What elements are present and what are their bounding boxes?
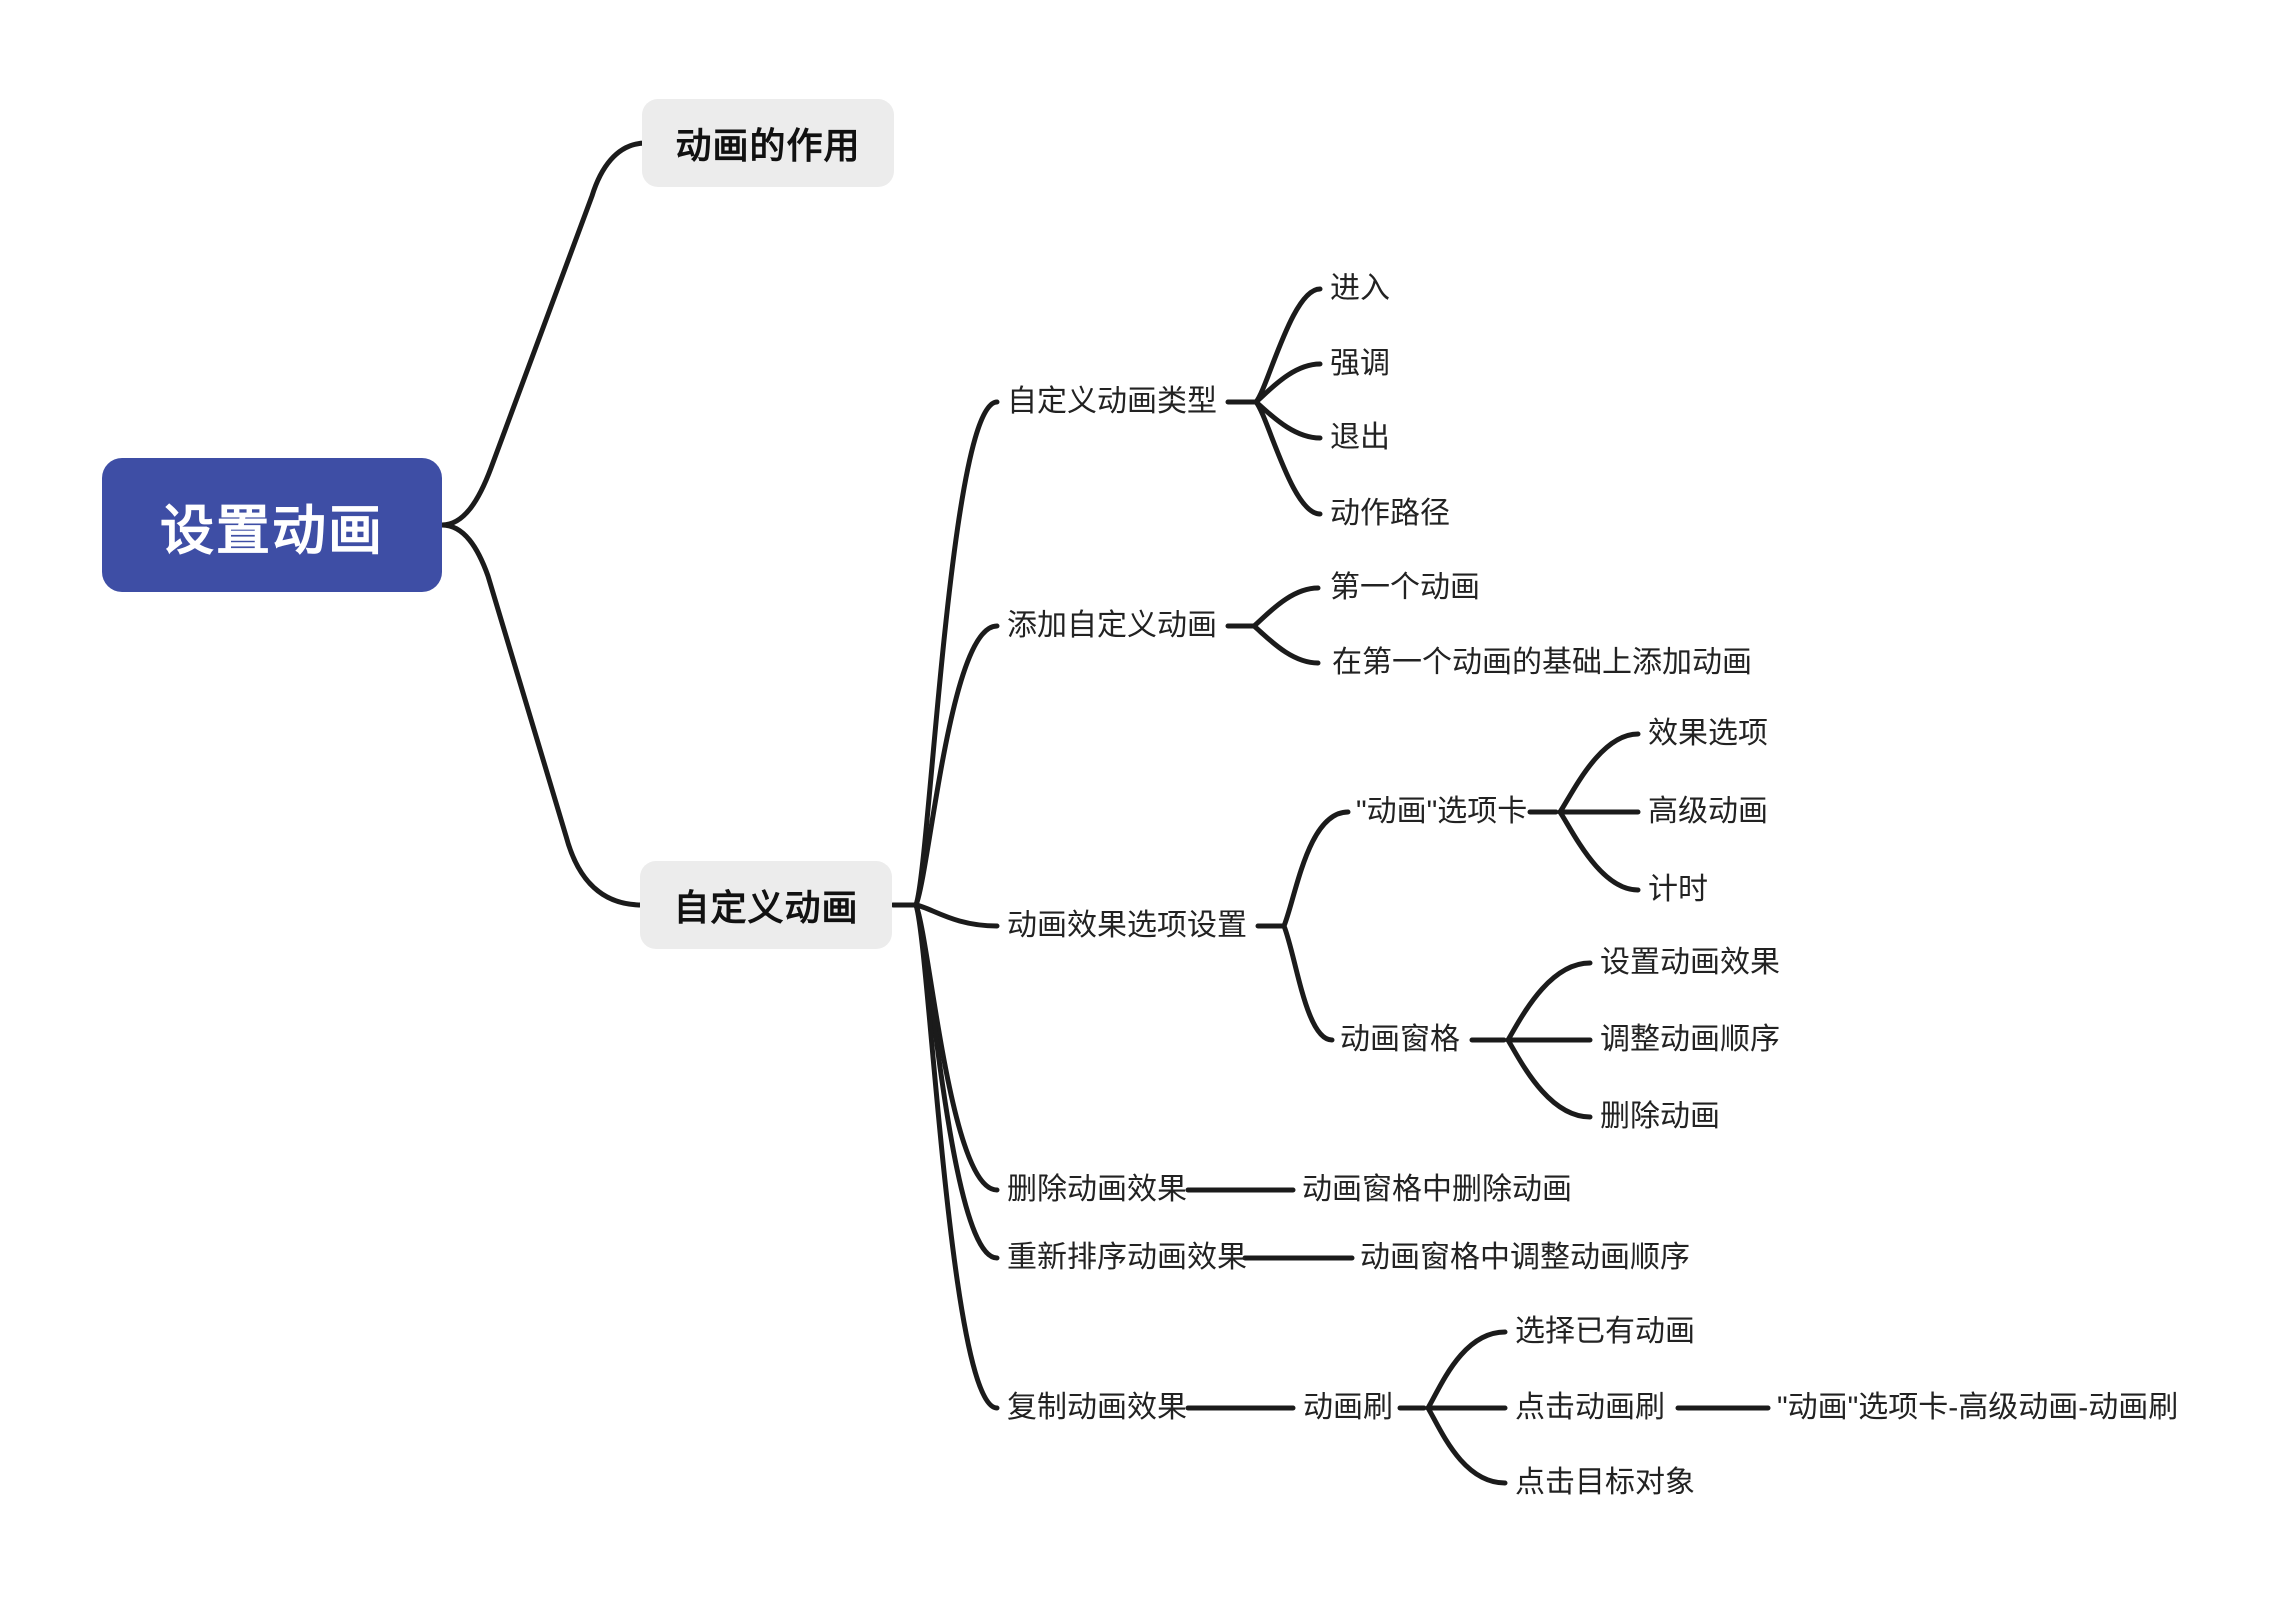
connector-line <box>1557 731 1641 815</box>
node-reorder-animation-effect[interactable]: 重新排序动画效果 <box>1007 1241 1247 1274</box>
node-timing[interactable]: 计时 <box>1648 873 1708 906</box>
node-click-animation-painter[interactable]: 点击动画刷 <box>1515 1391 1665 1424</box>
node-emphasis[interactable]: 强调 <box>1330 347 1390 380</box>
node-set-animation-effect[interactable]: 设置动画效果 <box>1600 946 1780 979</box>
node-select-existing-animation[interactable]: 选择已有动画 <box>1515 1315 1695 1348</box>
connector-line <box>913 902 1000 929</box>
node-animation-pane[interactable]: 动画窗格 <box>1340 1023 1460 1056</box>
node-animation-purpose[interactable]: 动画的作用 <box>642 99 894 187</box>
connector-line <box>913 902 1000 1193</box>
node-copy-animation-effect[interactable]: 复制动画效果 <box>1007 1391 1187 1424</box>
node-painter-location[interactable]: "动画"选项卡-高级动画-动画刷 <box>1777 1391 2179 1424</box>
connector-line <box>1281 923 1335 1043</box>
connector-line <box>1505 960 1593 1043</box>
connector-line <box>1281 809 1351 929</box>
connector-line <box>1251 585 1321 629</box>
connector-line <box>913 399 1000 908</box>
connector-line <box>1505 1037 1593 1120</box>
connector-line <box>913 902 1000 1411</box>
connector-line <box>1425 1329 1508 1411</box>
node-add-custom-animation[interactable]: 添加自定义动画 <box>1007 609 1217 642</box>
connector-line <box>439 522 645 908</box>
node-custom-animation-types[interactable]: 自定义动画类型 <box>1007 385 1217 418</box>
node-first-animation[interactable]: 第一个动画 <box>1330 571 1480 604</box>
node-delete-in-pane[interactable]: 动画窗格中删除动画 <box>1302 1173 1572 1206</box>
node-motion-path[interactable]: 动作路径 <box>1330 497 1450 530</box>
connector-line <box>1253 286 1323 405</box>
node-enter[interactable]: 进入 <box>1330 272 1390 305</box>
connector-line <box>1253 361 1323 405</box>
node-advanced-animation[interactable]: 高级动画 <box>1648 795 1768 828</box>
node-click-target-object[interactable]: 点击目标对象 <box>1515 1466 1695 1499</box>
connector-line <box>1251 623 1321 666</box>
connector-line <box>913 623 1000 908</box>
node-effect-options[interactable]: 效果选项 <box>1648 717 1768 750</box>
node-effect-option-settings[interactable]: 动画效果选项设置 <box>1007 909 1247 942</box>
node-exit[interactable]: 退出 <box>1330 421 1390 454</box>
node-custom-animation[interactable]: 自定义动画 <box>640 861 892 949</box>
node-animation-tab[interactable]: "动画"选项卡 <box>1356 795 1528 828</box>
node-root[interactable]: 设置动画 <box>102 458 442 592</box>
connector-line <box>1253 399 1323 517</box>
node-animation-painter[interactable]: 动画刷 <box>1303 1391 1393 1424</box>
node-delete-animation-effect[interactable]: 删除动画效果 <box>1007 1173 1187 1206</box>
node-reorder-in-pane[interactable]: 动画窗格中调整动画顺序 <box>1360 1241 1690 1274</box>
connector-line <box>1425 1405 1508 1486</box>
connector-line <box>1557 809 1641 893</box>
connector-line <box>439 140 649 528</box>
node-add-based-on-first[interactable]: 在第一个动画的基础上添加动画 <box>1332 646 1752 679</box>
node-delete-animation[interactable]: 删除动画 <box>1600 1100 1720 1133</box>
node-adjust-animation-order[interactable]: 调整动画顺序 <box>1600 1023 1780 1056</box>
